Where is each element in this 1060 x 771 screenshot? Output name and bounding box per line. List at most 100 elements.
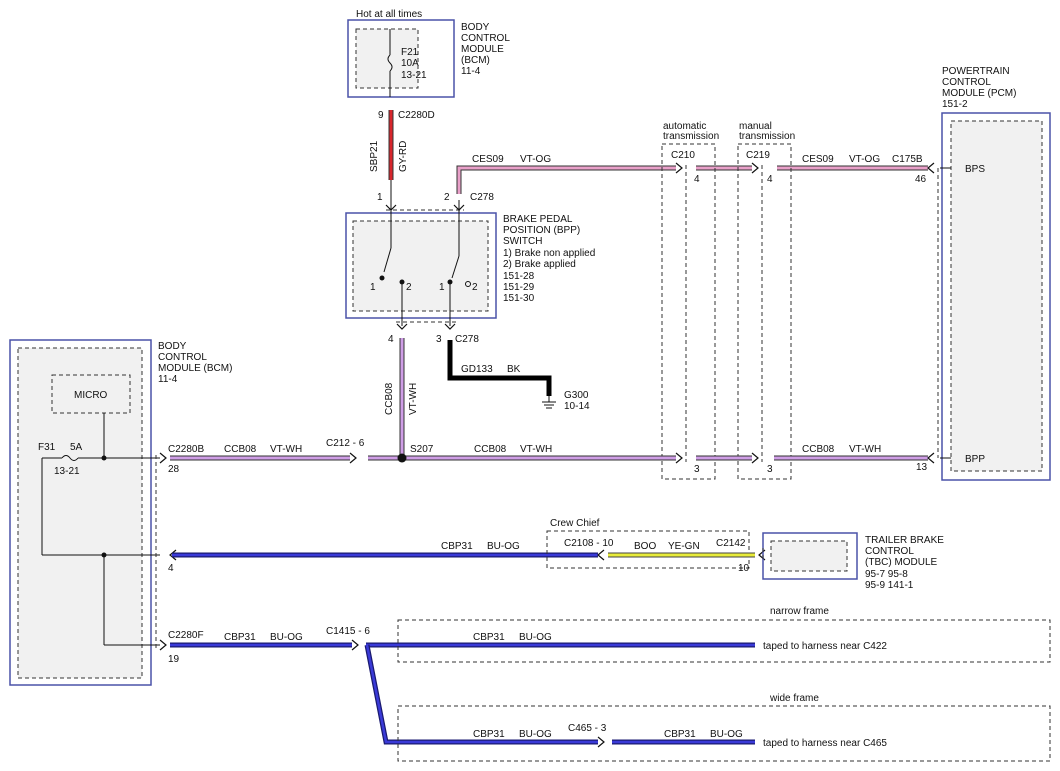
c2108-label: C2108 - 10	[564, 538, 614, 549]
ces09-color-label-1: VT-OG	[520, 154, 551, 165]
g300-label: G300	[564, 390, 589, 401]
wire-sbp21: SBP21 GY-RD	[369, 110, 409, 200]
bpp-title-2: POSITION (BPP)	[503, 225, 580, 236]
bpp-title-8: 151-30	[503, 293, 535, 304]
bcm-left-title-2: CONTROL	[158, 352, 207, 363]
cbp31-color-label-4: BU-OG	[519, 729, 552, 740]
contact-2-label: 2	[406, 282, 412, 293]
cbp31-color-label-2: BU-OG	[270, 632, 303, 643]
c219-pin-top: 4	[767, 174, 773, 185]
connector-arrow-icon	[396, 323, 408, 330]
pcm-title-1: POWERTRAIN	[942, 66, 1010, 77]
pcm-signal-bps: BPS	[965, 164, 985, 175]
connector-arrow-icon	[159, 452, 167, 464]
narrow-frame-label: narrow frame	[770, 606, 829, 617]
automatic-label-1: automatic	[663, 121, 706, 132]
sbp21-color-label: GY-RD	[398, 141, 409, 172]
c465-label: C465 - 3	[568, 723, 607, 734]
bpp-pin-1: 1	[377, 192, 383, 203]
bpp-title-6: 151-28	[503, 271, 535, 282]
wide-frame-label: wide frame	[769, 693, 819, 704]
fuse-f31-icon	[61, 455, 79, 461]
ccb08-color-label-1: VT-WH	[270, 444, 302, 455]
ccb08-color-label-2: VT-WH	[520, 444, 552, 455]
bcm-left-title-4: 11-4	[158, 374, 178, 385]
fuse-f21-name: F21	[401, 47, 419, 58]
cbp31-circuit-label-2: CBP31	[224, 632, 256, 643]
connector-arrow-icon	[159, 639, 167, 651]
contact-1b-label: 1	[439, 282, 445, 293]
narrow-frame-note: taped to harness near C422	[763, 641, 887, 652]
ccb08-circuit-label-3: CCB08	[802, 444, 835, 455]
fuse-f31-rating: 5A	[70, 442, 83, 453]
bpp-title-3: SWITCH	[503, 236, 542, 247]
wire-ccb08-vertical: CCB08 VT-WH	[384, 338, 419, 458]
wide-frame-note: taped to harness near C465	[763, 738, 887, 749]
contact-1-label: 1	[370, 282, 376, 293]
tbc-title-2: CONTROL	[865, 546, 914, 557]
tbc-title-1: TRAILER BRAKE	[865, 535, 944, 546]
pcm-title-2: CONTROL	[942, 77, 991, 88]
c2280b-label: C2280B	[168, 444, 204, 455]
c219-pin-bottom: 3	[767, 464, 773, 475]
ces09-color-label-2: VT-OG	[849, 154, 880, 165]
ccb08-circuit-label-1: CCB08	[224, 444, 257, 455]
ccb08-color-label-3: VT-WH	[849, 444, 881, 455]
ces09-circuit-label-1: CES09	[472, 154, 504, 165]
c210-pin-top: 4	[694, 174, 700, 185]
bpp-title-5: 2) Brake applied	[503, 259, 576, 270]
manual-transmission: manual transmission C219 4 3	[737, 121, 795, 480]
cbp31-circuit-label-4: CBP31	[473, 729, 505, 740]
connector-arrow-icon	[351, 639, 359, 651]
c2280f-pin: 19	[168, 654, 180, 665]
gd133-color-label: BK	[507, 364, 521, 375]
cbp31-color-label-1: BU-OG	[487, 541, 520, 552]
fuse-f21-rating: 10A	[401, 58, 419, 69]
bpp-title-4: 1) Brake non applied	[503, 248, 595, 259]
gd133-circuit-label: GD133	[461, 364, 493, 375]
fuse-f21-icon	[387, 54, 393, 72]
pcm-pin-bps: 46	[915, 174, 927, 185]
connector-arrow-icon	[349, 452, 357, 464]
cbp31-color-label-3: BU-OG	[519, 632, 552, 643]
c2142-label: C2142	[716, 538, 746, 549]
automatic-label-2: transmission	[663, 131, 719, 142]
connector-arrow-icon	[758, 549, 766, 561]
bpp-switch: 1 2 C278 1 2 1 2 4 3 C278 BRAKE PEDAL PO…	[345, 192, 595, 345]
bpp-pin-3: 3	[436, 334, 442, 345]
c2142-pin: 10	[738, 563, 750, 574]
pcm-signal-bpp: BPP	[965, 454, 985, 465]
wire-cbp31-tbc: CBP31 BU-OG Crew Chief C2108 - 10 BOO YE…	[172, 518, 766, 574]
contact-2b-label: 2	[472, 282, 478, 293]
boo-color-label: YE-GN	[668, 541, 700, 552]
connector-arrow-icon	[751, 162, 759, 174]
pcm-module: POWERTRAIN CONTROL MODULE (PCM) 151-2 C1…	[892, 66, 1051, 481]
ccb08-vertical-circuit: CCB08	[384, 382, 395, 415]
bcm-left-title-3: MODULE (BCM)	[158, 363, 232, 374]
connector-arrow-icon	[597, 549, 605, 561]
connector-arrow-icon	[927, 452, 935, 464]
pcm-connector: C175B	[892, 154, 923, 165]
cbp31-color-label-5: BU-OG	[710, 729, 743, 740]
manual-label-1: manual	[739, 121, 772, 132]
bcm-top-title-5: 11-4	[461, 66, 481, 77]
bcm-top-pin: 9	[378, 110, 384, 121]
crew-chief-box	[546, 530, 750, 569]
connector-arrow-icon	[444, 323, 456, 330]
bpp-title-7: 151-29	[503, 282, 535, 293]
cbp31-circuit-label-3: CBP31	[473, 632, 505, 643]
connector-arrow-icon	[675, 452, 683, 464]
bcm-left-title-1: BODY	[158, 341, 187, 352]
c210-pin-bottom: 3	[694, 464, 700, 475]
crew-chief-label: Crew Chief	[550, 518, 600, 529]
c1415-label: C1415 - 6	[326, 626, 370, 637]
connector-arrow-icon	[927, 162, 935, 174]
bpp-connector-bottom: C278	[455, 334, 479, 345]
bcm-top-module: Hot at all times F21 10A 13-21 BODY CONT…	[347, 9, 510, 121]
c219-label: C219	[746, 150, 770, 161]
bcm-top-title-4: (BCM)	[461, 55, 490, 66]
connector-arrow-icon	[169, 549, 177, 561]
c2280f-label: C2280F	[168, 630, 204, 641]
tbc-module: TRAILER BRAKE CONTROL (TBC) MODULE 95-7 …	[762, 532, 944, 591]
wire-cbp31-frames: CBP31 BU-OG C1415 - 6	[170, 626, 755, 748]
